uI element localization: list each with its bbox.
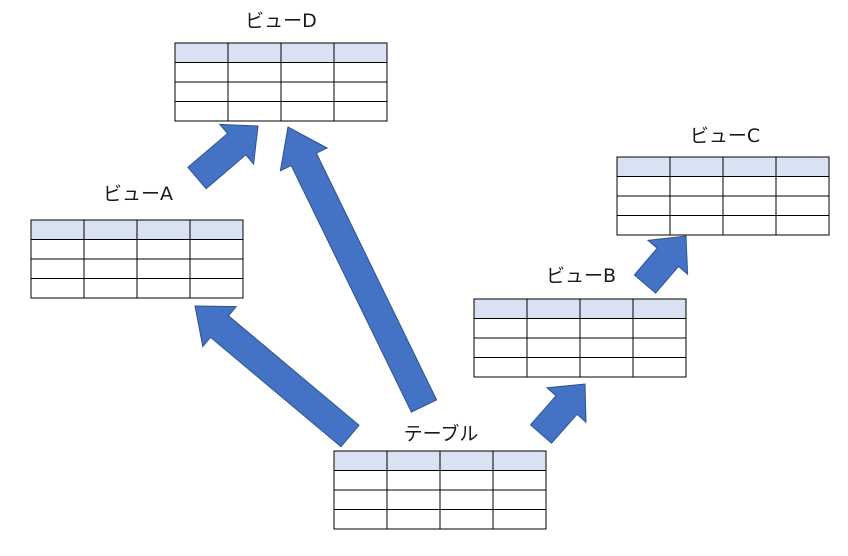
table-d-grid [174,42,388,122]
table-header-cell [492,450,547,471]
table-cell [492,489,547,510]
table-b-grid [473,298,687,378]
table-cell [526,318,581,339]
table-c-grid [616,156,830,236]
table-cell [386,489,441,510]
table-cell [722,215,777,236]
table-cell [30,239,85,260]
table-cell [473,318,528,339]
table-cell [526,357,581,378]
table-cell [616,215,671,236]
table-cell [526,337,581,358]
table-header-cell [473,298,528,319]
table-cell [616,195,671,216]
table-cell [333,509,388,530]
table-cell [386,509,441,530]
table-cell [632,337,687,358]
table-cell [775,195,830,216]
table-cell [473,337,528,358]
table-header-cell [439,450,494,471]
arrows-layer [187,123,689,448]
table-header-cell [386,450,441,471]
table-header-cell [579,298,634,319]
table-header-cell [775,156,830,177]
table-cell [669,176,724,197]
table-cell [616,176,671,197]
label-view-a: ビューA [103,183,173,205]
label-view-b: ビューB [545,265,617,287]
table-cell [174,62,229,83]
table-header-cell [526,298,581,319]
table-cell [775,176,830,197]
tables-layer [30,42,830,530]
arrow-base-to-a [194,305,360,448]
table-cell [386,470,441,491]
table-cell [174,81,229,102]
table-cell [492,509,547,530]
table-cell [333,81,388,102]
table-header-cell [136,219,191,240]
table-cell [579,318,634,339]
table-cell [333,470,388,491]
table-header-cell [333,42,388,63]
table-cell [632,318,687,339]
table-cell [722,176,777,197]
label-view-c: ビューC [689,125,761,147]
arrow-base-to-b [529,383,587,444]
table-cell [227,81,282,102]
table-cell [136,239,191,260]
table-cell [189,278,244,299]
table-cell [136,258,191,279]
table-cell [189,239,244,260]
table-cell [83,258,138,279]
table-cell [492,470,547,491]
table-header-cell [722,156,777,177]
table-cell [30,258,85,279]
table-cell [473,357,528,378]
table-cell [189,258,244,279]
table-cell [439,470,494,491]
table-cell [333,489,388,510]
table-cell [83,239,138,260]
table-cell [439,509,494,530]
table-header-cell [227,42,282,63]
table-cell [333,62,388,83]
arrow-b-to-c [633,235,689,294]
label-base-table: テーブル [403,423,479,445]
table-header-cell [280,42,335,63]
table-base-grid [333,450,547,530]
table-header-cell [616,156,671,177]
table-header-cell [30,219,85,240]
table-cell [579,337,634,358]
table-a-grid [30,219,244,299]
table-cell [174,101,229,122]
arrow-a-to-d [187,123,259,190]
table-cell [669,195,724,216]
table-cell [227,101,282,122]
label-view-d: ビューD [245,10,317,32]
table-cell [632,357,687,378]
table-cell [30,278,85,299]
table-cell [227,62,282,83]
table-cell [280,81,335,102]
table-cell [83,278,138,299]
table-cell [439,489,494,510]
table-header-cell [189,219,244,240]
table-cell [579,357,634,378]
arrow-base-to-d [279,126,438,413]
table-cell [280,62,335,83]
table-cell [775,215,830,236]
table-header-cell [632,298,687,319]
table-cell [136,278,191,299]
table-header-cell [174,42,229,63]
table-cell [669,215,724,236]
table-cell [333,101,388,122]
table-header-cell [669,156,724,177]
table-cell [722,195,777,216]
table-header-cell [83,219,138,240]
table-cell [280,101,335,122]
table-header-cell [333,450,388,471]
